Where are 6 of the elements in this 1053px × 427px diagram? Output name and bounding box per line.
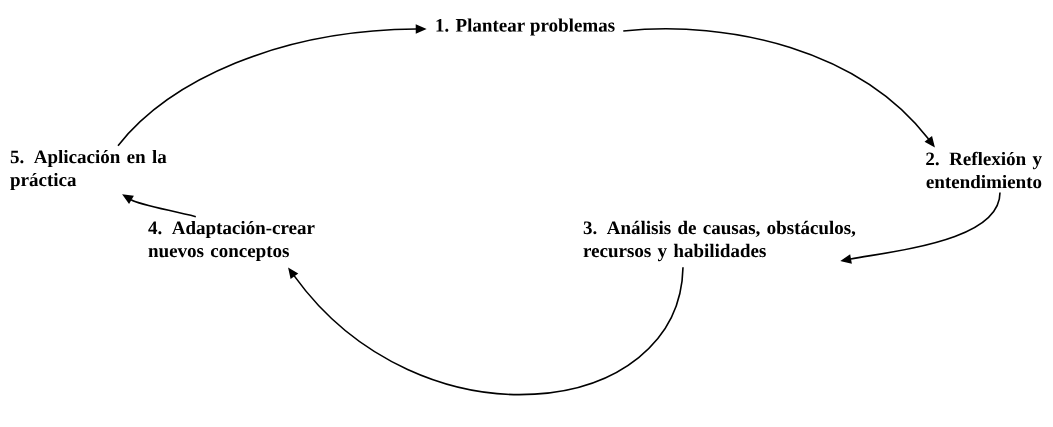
step-label: 2. Reflexión y entendimiento [926, 151, 1042, 189]
curved-arrow [288, 266, 684, 395]
step-label: 5. Aplicación en la práctica [10, 149, 167, 191]
step-label: 4. Adaptación-crear nuevos conceptos [148, 220, 315, 262]
step-label: 3. Análisis de causas, obstáculos, recursos y habilidades [583, 220, 856, 262]
step-label: 1. Plantear problemas [436, 18, 615, 36]
